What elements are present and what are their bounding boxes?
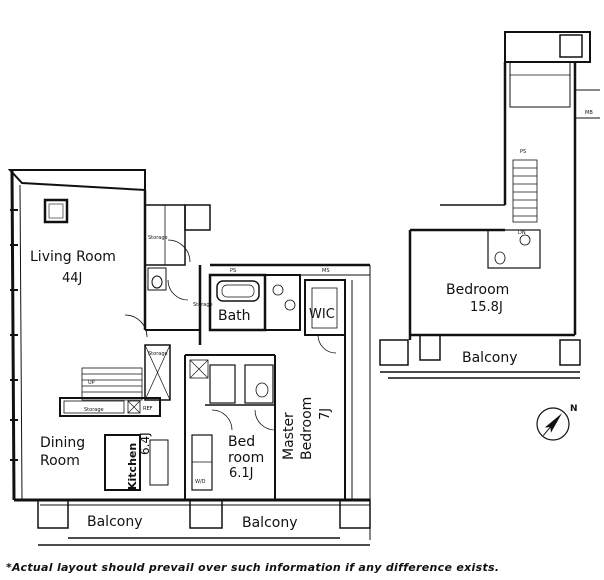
left-wall-mullions — [10, 209, 18, 461]
lower-floor — [7, 169, 371, 546]
mb-label: MB — [585, 110, 593, 116]
balcony-lower — [37, 499, 371, 546]
dining-room-name-2: Room — [40, 453, 80, 469]
bath-name: Bath — [218, 308, 251, 324]
bedroom-small-line1: Bed — [228, 434, 255, 450]
kitchen-name: Kitchen — [126, 443, 139, 490]
upper-floor — [379, 31, 600, 379]
master-size: 7J — [318, 408, 333, 420]
balcony-mid-name: Balcony — [242, 515, 298, 531]
annotation-labels: Storage Storage Storage Storage PS PS MS… — [84, 110, 593, 485]
dn-label: DN — [518, 230, 526, 236]
living-room-name: Living Room — [30, 249, 116, 265]
bedroom-small-size: 6.1J — [229, 466, 254, 481]
bedroom-small-line2: room — [228, 450, 264, 466]
master-line1: Master — [281, 412, 297, 460]
ps-label-2: PS — [520, 149, 526, 155]
compass-ring — [536, 407, 570, 441]
bedroom-upper-name: Bedroom — [446, 282, 509, 298]
stair-lower — [81, 367, 143, 401]
balcony-upper-name: Balcony — [462, 350, 518, 366]
storage-label-4: Storage — [84, 407, 104, 413]
column — [43, 198, 69, 224]
ref-label: REF — [143, 406, 153, 412]
storage-label-2: Storage — [193, 302, 213, 308]
up-label: UP — [88, 380, 95, 386]
compass-needle — [544, 413, 562, 433]
stair-upper — [512, 159, 538, 223]
ps-label-1: PS — [230, 268, 236, 274]
wd-label: W/D — [195, 479, 206, 485]
kitchen-counter — [59, 397, 161, 417]
exterior-wall-top — [7, 169, 146, 192]
room-labels: Living Room 44J Dining Room Kitchen 6.4J… — [30, 249, 518, 531]
kitchen-size: 6.4J — [138, 432, 152, 455]
wic-name: WIC — [309, 307, 335, 322]
compass: N — [536, 404, 578, 441]
living-room-size: 44J — [62, 271, 82, 286]
storage-label-1: Storage — [148, 235, 168, 241]
balcony-upper — [379, 334, 581, 379]
dining-room-name-1: Dining — [40, 435, 85, 451]
balcony-left-name: Balcony — [87, 514, 143, 530]
disclaimer-note: *Actual layout should prevail over such … — [6, 561, 500, 574]
compass-north-label: N — [570, 404, 578, 414]
master-line2: Bedroom — [299, 397, 315, 460]
bedroom-upper-size: 15.8J — [470, 300, 503, 315]
storage-label-3: Storage — [148, 351, 168, 357]
ms-label: MS — [322, 268, 330, 274]
kitchen-island — [104, 434, 141, 491]
